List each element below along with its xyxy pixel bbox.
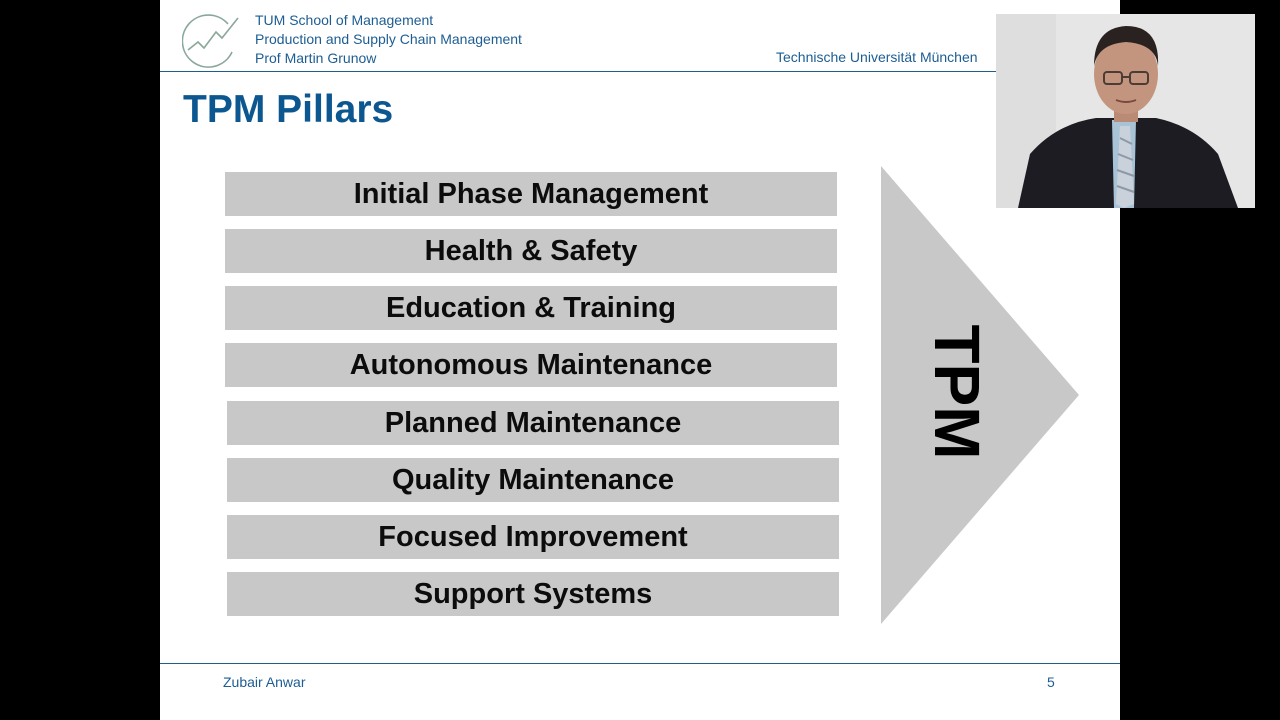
school-header: TUM School of Management Production and … [255, 11, 522, 68]
tum-logo-icon [181, 12, 242, 68]
professor-name: Prof Martin Grunow [255, 50, 377, 66]
presenter-silhouette-icon [996, 14, 1255, 208]
footer-divider [160, 663, 1120, 664]
pillar-initial-phase-management: Initial Phase Management [225, 172, 837, 216]
pillar-support-systems: Support Systems [227, 572, 839, 616]
page-number: 5 [1047, 674, 1055, 690]
tpm-arrow-shape [881, 166, 1079, 624]
presentation-slide: TUM School of Management Production and … [160, 0, 1120, 720]
chair-name: Production and Supply Chain Management [255, 31, 522, 47]
pillar-health-safety: Health & Safety [225, 229, 837, 273]
tpm-arrow-label: TPM [921, 324, 993, 460]
pillar-focused-improvement: Focused Improvement [227, 515, 839, 559]
presenter-name: Zubair Anwar [223, 674, 306, 690]
slide-title: TPM Pillars [183, 88, 394, 131]
pillar-planned-maintenance: Planned Maintenance [227, 401, 839, 445]
school-name: TUM School of Management [255, 12, 434, 28]
university-name: Technische Universität München [776, 49, 978, 65]
header-divider [160, 71, 1120, 72]
pillar-list: Initial Phase Management Health & Safety… [160, 0, 1120, 720]
pillar-autonomous-maintenance: Autonomous Maintenance [225, 343, 837, 387]
presenter-video-feed [996, 14, 1255, 208]
pillar-education-training: Education & Training [225, 286, 837, 330]
pillar-quality-maintenance: Quality Maintenance [227, 458, 839, 502]
